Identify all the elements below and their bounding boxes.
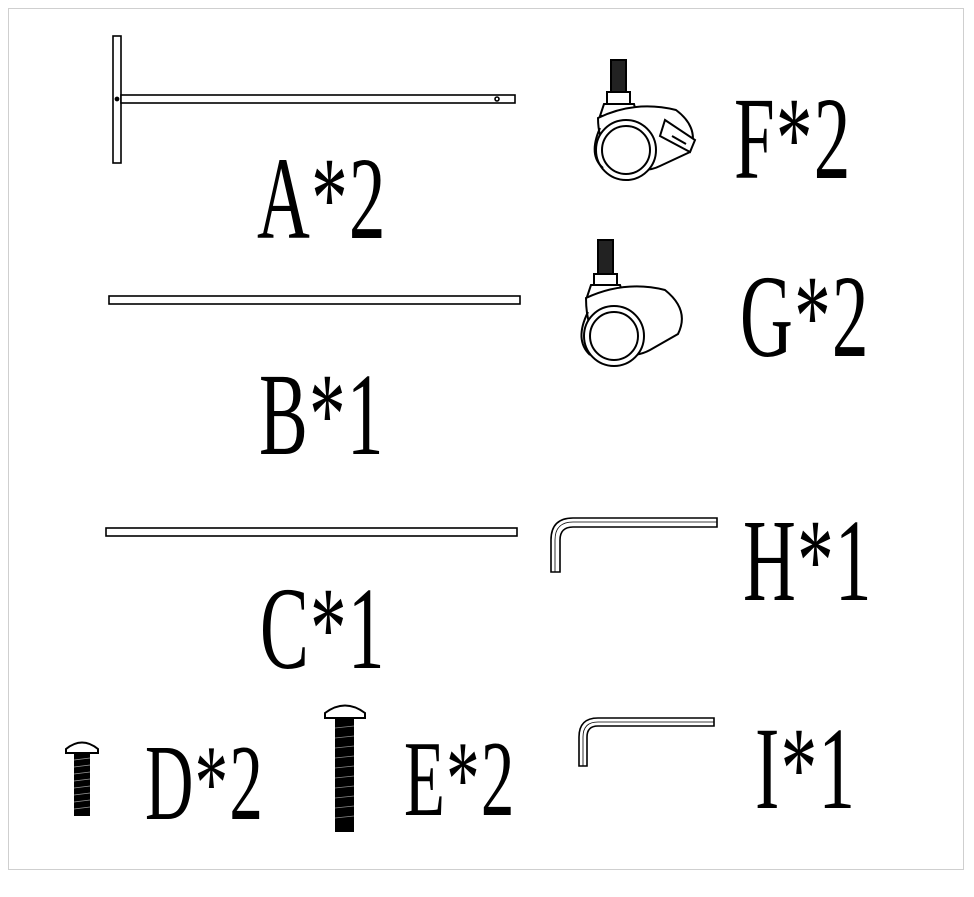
long-bolt-icon: [324, 704, 366, 832]
part-d-label: D*2: [145, 724, 265, 843]
long-tube-icon-c: [105, 527, 518, 537]
part-c-label: C*1: [260, 563, 386, 694]
part-i-label: I*1: [755, 703, 857, 834]
small-allen-key-icon: [578, 717, 715, 767]
large-allen-key-icon: [550, 517, 718, 573]
part-b-label: B*1: [259, 349, 385, 480]
part-h-label: H*1: [743, 495, 873, 626]
part-g-label: G*2: [740, 251, 870, 382]
locking-caster-wheel-icon: [593, 59, 697, 181]
parts-list-frame: [8, 8, 964, 870]
part-a-label: A*2: [257, 133, 387, 264]
caster-wheel-icon: [580, 239, 683, 367]
t-frame-tube-icon: [112, 35, 516, 164]
part-f-label: F*2: [734, 73, 852, 204]
long-tube-icon-b: [108, 295, 521, 305]
part-e-label: E*2: [404, 720, 516, 839]
short-bolt-icon: [65, 741, 99, 816]
